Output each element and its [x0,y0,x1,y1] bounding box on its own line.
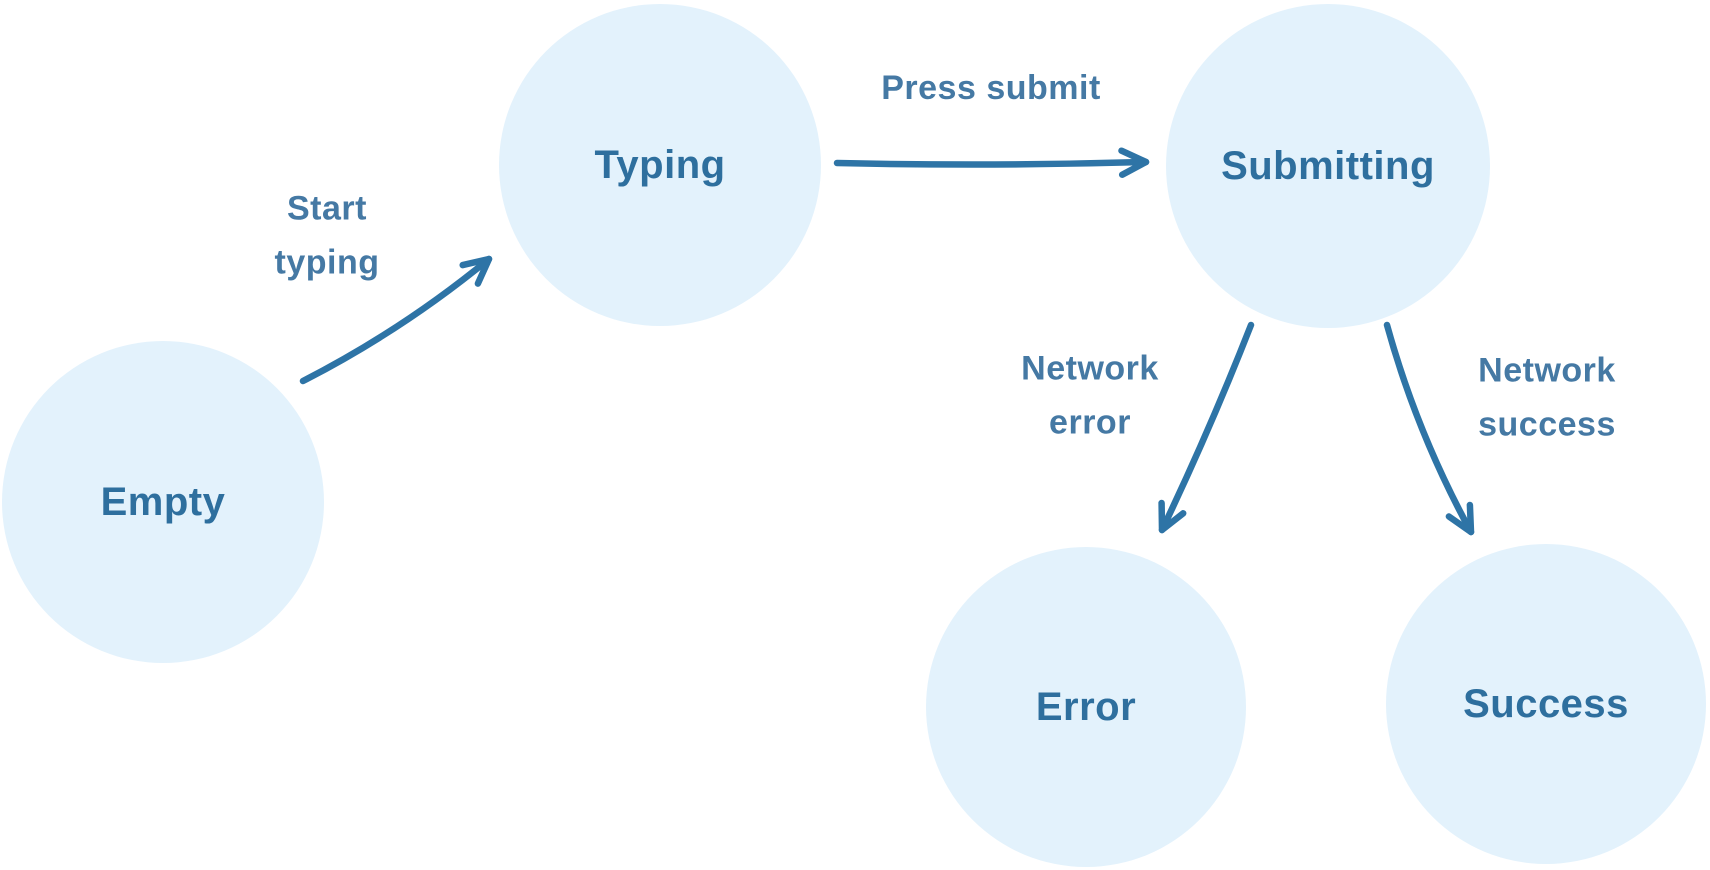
state-node-label: Typing [594,142,726,187]
state-node-submitting: Submitting [1166,4,1490,328]
state-node-label: Error [1035,684,1137,729]
transition-arrow-network-success [1383,321,1475,536]
transition-label-network-success: Network success [1478,351,1616,444]
state-node-success: Success [1386,544,1706,864]
state-node-typing: Typing [499,4,821,326]
transition-label-start-typing: Start typing [274,189,380,282]
transition-arrow-start-typing [299,255,493,385]
arrow-line [833,158,1150,168]
transition-label-network-error: Network error [1021,349,1159,442]
arrow-line [299,255,493,385]
state-node-label: Empty [100,479,226,524]
transition-arrow-network-error [1158,321,1255,534]
transition-arrow-press-submit [833,147,1150,178]
arrow-line [1383,321,1475,536]
state-node-empty: Empty [2,341,324,663]
arrowhead-icon [1158,499,1187,534]
arrowhead-icon [1445,501,1475,536]
arrowhead-icon [459,255,493,287]
state-node-label: Submitting [1221,143,1435,188]
arrowhead-icon [1118,147,1150,178]
state-node-label: Success [1463,681,1629,726]
arrow-line [1158,321,1255,534]
state-node-error: Error [926,547,1246,867]
transition-label-press-submit: Press submit [881,68,1101,107]
